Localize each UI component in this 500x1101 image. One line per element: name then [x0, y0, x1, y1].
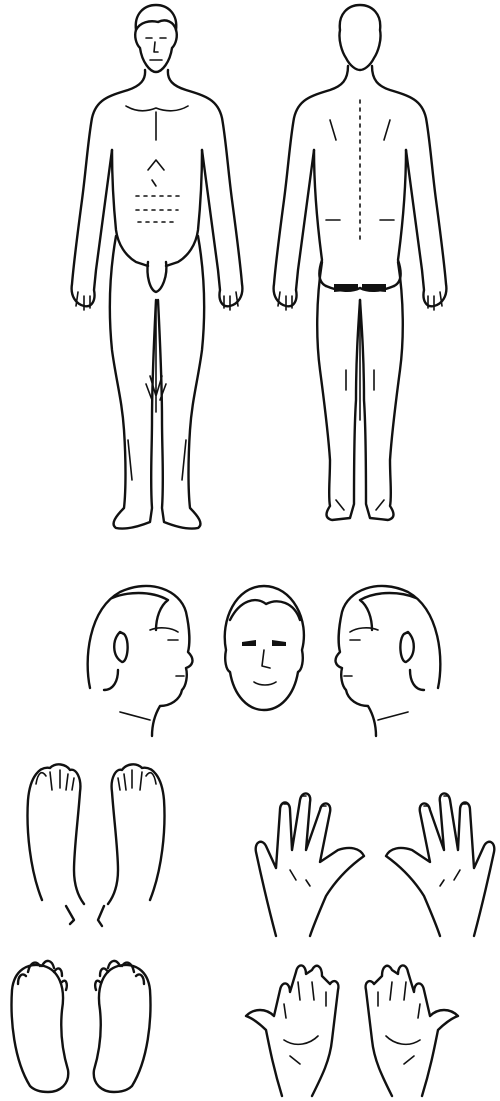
male-body-front-icon — [72, 5, 243, 529]
feet-plantar-icon — [12, 961, 151, 1092]
head-left-profile-icon — [336, 586, 441, 736]
head-right-profile-icon — [88, 586, 193, 736]
hands-dorsal-icon — [256, 793, 495, 936]
feet-dorsal-icon — [28, 764, 165, 926]
hands-palmar-icon — [246, 965, 458, 1096]
male-body-back-icon — [274, 5, 447, 520]
head-front-icon — [225, 586, 304, 710]
